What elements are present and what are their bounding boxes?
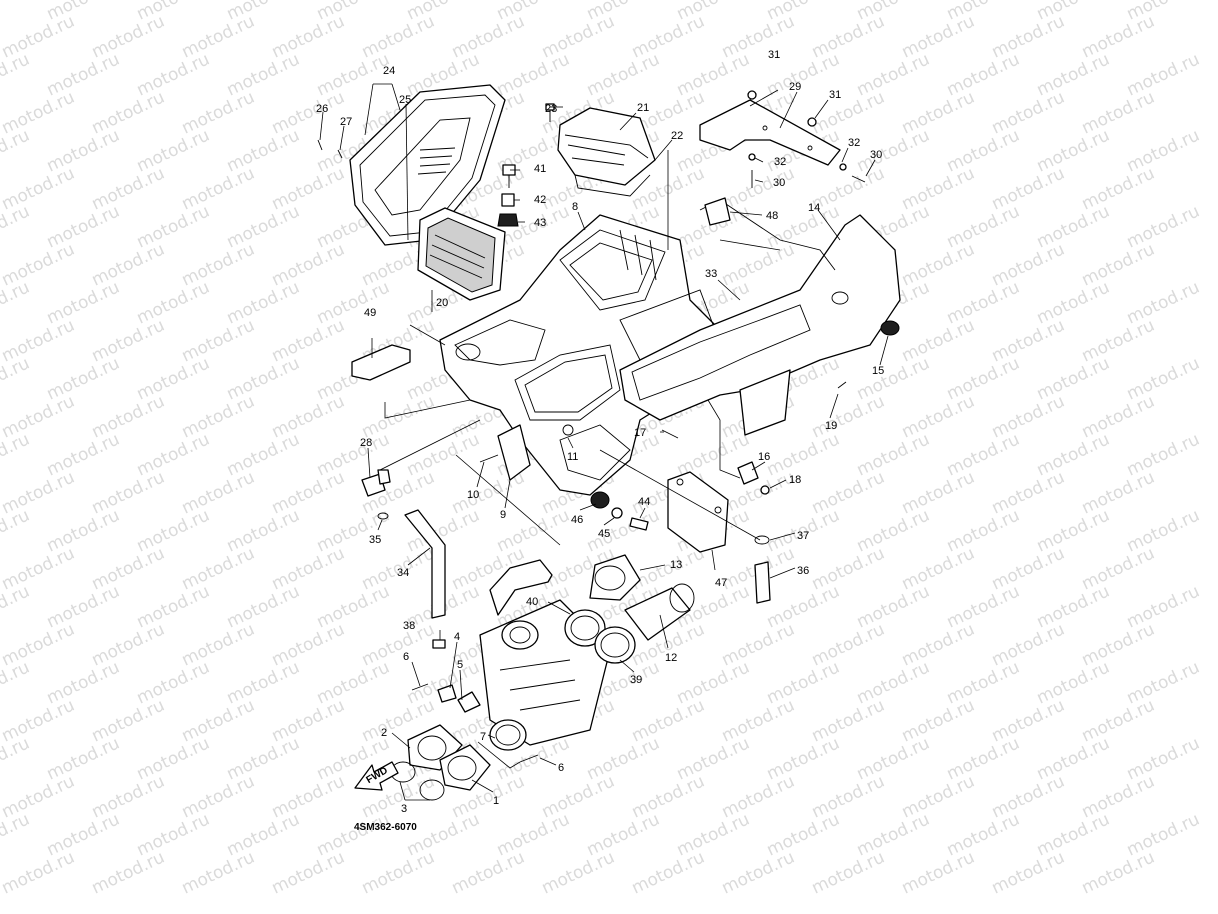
- callout-2: 2: [381, 727, 387, 739]
- callout-16: 16: [758, 451, 770, 463]
- air-filter-case-cover: [349, 84, 506, 246]
- callout-24: 24: [383, 65, 395, 77]
- callout-44: 44: [638, 496, 650, 508]
- callout-45: 45: [598, 528, 610, 540]
- fwd-arrow: FWD: [354, 761, 399, 791]
- callout-17: 17: [634, 427, 646, 439]
- intake-joint-13: [589, 554, 641, 601]
- air-filter-case: [439, 214, 721, 496]
- callout-41: 41: [534, 163, 546, 175]
- callout-19: 19: [825, 420, 837, 432]
- callout-9: 9: [500, 509, 506, 521]
- callout-46: 46: [571, 514, 583, 526]
- callout-42: 42: [534, 194, 546, 206]
- callout-11: 11: [567, 451, 578, 463]
- watermark-text: motod.ru: [1079, 847, 1158, 898]
- watermark-text: motod.ru: [89, 847, 168, 898]
- callout-36: 36: [797, 565, 809, 577]
- intake-silencer: [557, 107, 656, 197]
- callout-8: 8: [572, 201, 578, 213]
- callout-25: 25: [399, 94, 411, 106]
- callout-28: 28: [360, 437, 372, 449]
- watermark-text: motod.ru: [989, 847, 1068, 898]
- callout-1: 1: [493, 795, 499, 807]
- callout-14: 14: [808, 202, 820, 214]
- watermark-text: motod.ru: [179, 847, 258, 898]
- callout-30a: 30: [773, 177, 785, 189]
- callout-32b: 32: [848, 137, 860, 149]
- callout-5: 5: [457, 659, 463, 671]
- callout-15: 15: [872, 365, 884, 377]
- callout-48: 48: [766, 210, 778, 222]
- bolt-collar-grommet: [497, 164, 519, 227]
- carb-joints-1-2-3: [390, 684, 491, 801]
- callout-39: 39: [630, 674, 642, 686]
- callout-35: 35: [369, 534, 381, 546]
- callout-13: 13: [670, 559, 682, 571]
- watermark-text: motod.ru: [449, 847, 528, 898]
- callout-12: 12: [665, 652, 677, 664]
- callout-6a: 6: [403, 651, 409, 663]
- callout-37: 37: [797, 530, 809, 542]
- callout-22: 22: [671, 130, 683, 142]
- callout-29: 29: [789, 81, 801, 93]
- small-parts: [317, 90, 900, 763]
- watermark-text: motod.ru: [899, 847, 978, 898]
- cover-plate: [667, 471, 729, 553]
- callout-10: 10: [467, 489, 479, 501]
- watermark-text: motod.ru: [0, 847, 78, 898]
- callout-33: 33: [705, 268, 717, 280]
- callout-7: 7: [480, 731, 486, 743]
- callout-21: 21: [637, 102, 649, 114]
- watermark-text: motod.ru: [629, 847, 708, 898]
- callout-49: 49: [364, 307, 376, 319]
- callout-31a: 31: [768, 49, 780, 61]
- intake-joint-12: [624, 583, 695, 641]
- watermark-text: motod.ru: [809, 847, 888, 898]
- callout-40: 40: [526, 596, 538, 608]
- callout-26: 26: [316, 103, 328, 115]
- callout-3: 3: [401, 803, 407, 815]
- watermark-text: motod.ru: [269, 847, 348, 898]
- callout-27: 27: [340, 116, 352, 128]
- diagram-code: 4SM362-6070: [354, 822, 417, 833]
- callout-6b: 6: [558, 762, 564, 774]
- watermark-text: motod.ru: [0, 0, 33, 25]
- reference-lines: [379, 150, 781, 769]
- clamps-39-40: [489, 609, 636, 751]
- callout-43: 43: [534, 217, 546, 229]
- callout-32a: 32: [774, 156, 786, 168]
- callout-20: 20: [436, 297, 448, 309]
- watermark-text: motod.ru: [539, 847, 618, 898]
- callout-47: 47: [715, 577, 727, 589]
- air-filter-element: [417, 207, 506, 301]
- callout-numbers: 1 2 3 4 5 6 6 7 8 9 10 11 12 13 14 15 16…: [316, 49, 884, 815]
- callout-31b: 31: [829, 89, 841, 101]
- callout-18: 18: [789, 474, 801, 486]
- watermark-text: motod.ru: [359, 847, 438, 898]
- watermark-text: motod.ru: [719, 847, 798, 898]
- callout-30b: 30: [870, 149, 882, 161]
- callout-leaders: [319, 83, 889, 801]
- callout-34: 34: [397, 567, 409, 579]
- bracket-plate: [699, 99, 841, 166]
- callout-23: 23: [545, 103, 557, 115]
- callout-4: 4: [454, 631, 460, 643]
- callout-38: 38: [403, 620, 415, 632]
